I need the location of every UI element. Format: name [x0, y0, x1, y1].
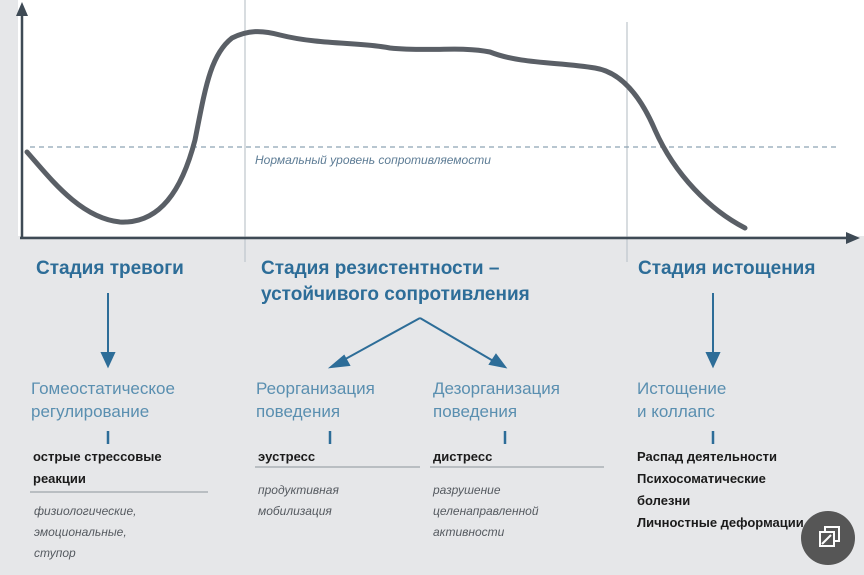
normal-level-label: Нормальный уровень сопротивляемости — [255, 153, 491, 167]
outcome-alarm-subtitle-2: регулирование — [31, 402, 150, 421]
stage-title-alarm: Стадия тревоги — [36, 258, 184, 279]
flow-arrows — [100, 293, 721, 369]
outcome-reorganization-subtitle-2: поведения — [256, 402, 341, 421]
outcome-exhaustion-bold-3: болезни — [637, 493, 691, 508]
outcome-alarm-bold-2: реакции — [33, 471, 86, 486]
copy-icon — [819, 526, 840, 547]
outcome-disorganization-note-1: разрушение — [433, 483, 501, 497]
outcome-alarm-note-3: ступор — [34, 546, 76, 560]
outcome-disorganization-subtitle-1: Дезорганизация — [433, 379, 560, 398]
outcome-exhaustion-subtitle-1: Истощение — [637, 379, 727, 398]
copy-overlay-button[interactable] — [801, 511, 855, 565]
outcome-reorganization-subtitle-1: Реорганизация — [256, 379, 375, 398]
arrow-exhaustion-head — [705, 352, 721, 369]
outcome-disorganization-note-3: активности — [433, 525, 505, 539]
stage-title-resistance-line-2: устойчивого сопротивления — [261, 284, 530, 305]
chart-area — [18, 0, 864, 236]
resistance-curve — [24, 29, 748, 231]
outcome-alarm-note-2: эмоциональные, — [34, 525, 127, 539]
outcome-exhaustion-bold-4: Личностные деформации — [637, 515, 804, 530]
arrow-resistance-left-head — [327, 354, 351, 369]
x-axis-arrow — [846, 232, 860, 244]
outcome-rules — [30, 466, 604, 493]
y-axis-arrow — [16, 2, 28, 16]
outcome-reorganization-bold-1: эустресс — [258, 449, 316, 464]
arrow-resistance-right — [419, 317, 496, 363]
outcome-alarm-subtitle-1: Гомеостатическое — [31, 379, 175, 398]
outcome-disorganization-bold-1: дистресс — [433, 449, 493, 464]
stage-title-resistance-line-1: Стадия резистентности – — [261, 258, 500, 279]
outcome-disorganization-note-2: целенаправленной — [433, 504, 539, 518]
outcome-alarm-bold-1: острые стрессовые — [33, 449, 162, 464]
outcome-exhaustion-bold-1: Распад деятельности — [637, 449, 778, 464]
arrow-resistance-right-head — [488, 353, 508, 369]
outcome-reorganization-note-2: мобилизация — [258, 504, 332, 518]
stage-title-exhaustion: Стадия истощения — [638, 258, 816, 279]
outcome-exhaustion-subtitle-2: и коллапс — [637, 402, 715, 421]
arrow-resistance-left — [339, 317, 421, 363]
outcome-alarm-note-1: физиологические, — [34, 504, 137, 518]
outcome-reorganization-note-1: продуктивная — [258, 483, 339, 497]
outcome-exhaustion-bold-2: Психосоматические — [637, 471, 766, 486]
outcome-disorganization-subtitle-2: поведения — [433, 402, 518, 421]
arrow-alarm-head — [100, 352, 116, 369]
outcome-ticks — [106, 431, 715, 444]
